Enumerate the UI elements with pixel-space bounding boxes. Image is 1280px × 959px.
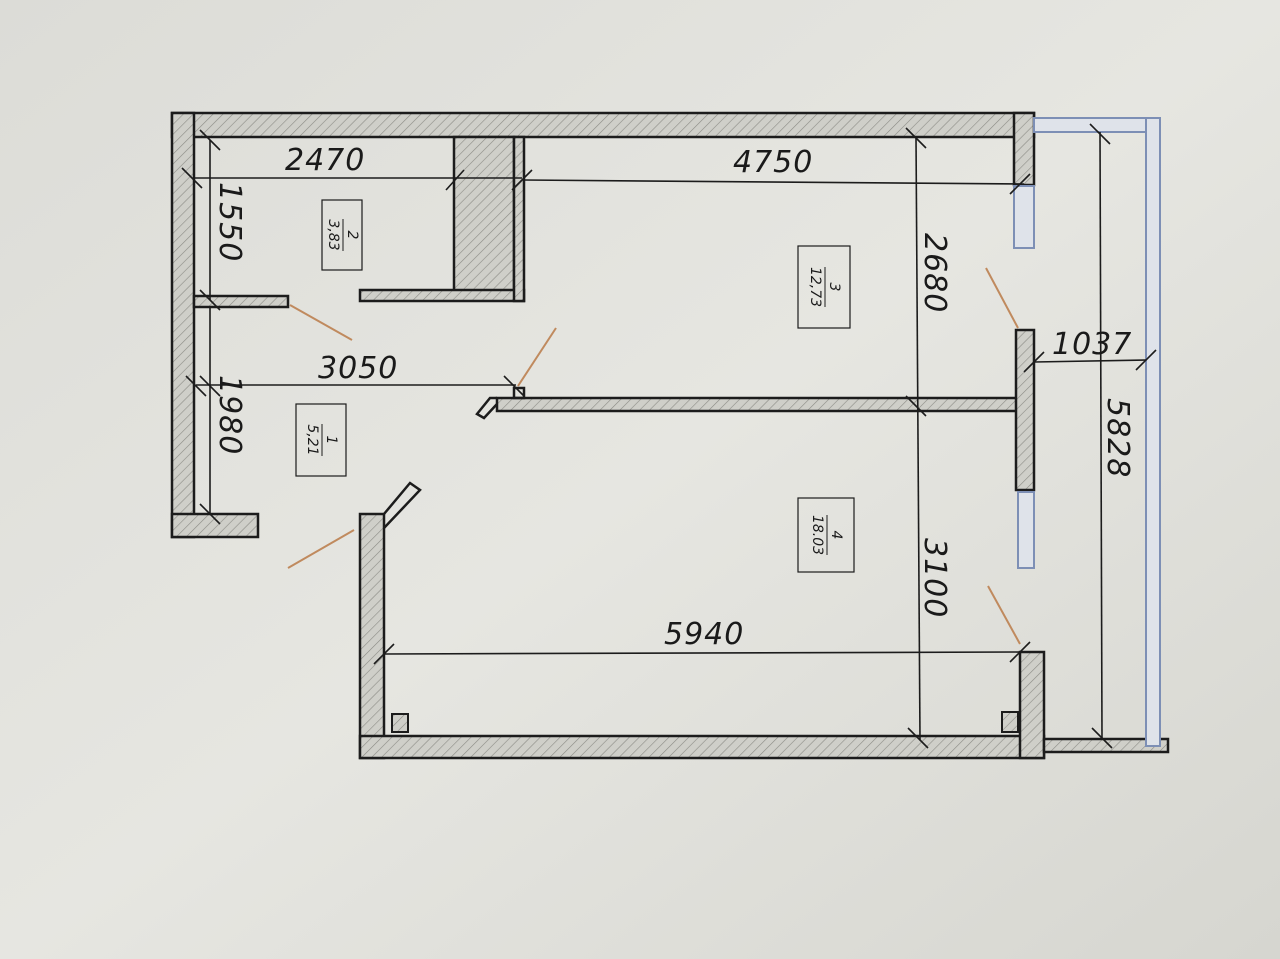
walls — [170, 111, 1170, 760]
dim-1037: 1037 — [1052, 327, 1132, 362]
balcony-glazing-right — [1145, 117, 1161, 747]
wall-balcony-bottom — [1042, 737, 1170, 754]
wall-left-stub — [170, 512, 260, 539]
windows — [1013, 117, 1161, 747]
wall-bathroom — [452, 135, 516, 302]
dim-5828: 5828 — [1100, 398, 1135, 478]
room-1-area: 5,21 — [304, 424, 320, 455]
wall-partition-left — [192, 294, 290, 309]
pointer-lines — [287, 267, 1021, 645]
dim-1980: 1980 — [212, 375, 247, 455]
window-upper — [1013, 185, 1035, 249]
dim-2470: 2470 — [285, 143, 365, 178]
door-bedroom — [475, 396, 498, 420]
window-lower — [1017, 491, 1035, 569]
room-label-1: 1 5,21 — [295, 403, 347, 477]
room-1-number: 1 — [323, 436, 339, 445]
door-stop — [512, 386, 526, 400]
column-left — [391, 713, 409, 733]
room-label-3: 3 12,73 — [797, 245, 851, 329]
columns — [391, 711, 1019, 733]
column-right — [1001, 711, 1019, 733]
door-entrance — [383, 481, 422, 529]
room-2-area: 3,83 — [325, 219, 341, 250]
wall-top — [170, 111, 1036, 139]
room-3-number: 3 — [826, 283, 842, 292]
room-2-number: 2 — [344, 231, 360, 240]
room-3-area: 12,73 — [807, 267, 823, 307]
dim-3100: 3100 — [917, 538, 952, 618]
wall-right-upper — [1012, 111, 1036, 187]
room-4-area: 18.03 — [809, 515, 825, 555]
dim-4750: 4750 — [733, 145, 813, 180]
wall-right-lower — [1018, 650, 1046, 760]
dimension-lines — [181, 123, 1157, 749]
wall-bathroom-right — [512, 135, 526, 303]
dim-5940: 5940 — [664, 617, 744, 652]
wall-entrance — [358, 512, 386, 760]
dim-3050: 3050 — [318, 351, 398, 386]
doors — [383, 386, 526, 529]
room-label-4: 4 18.03 — [797, 497, 855, 573]
room-4-number: 4 — [828, 531, 844, 540]
dim-1550: 1550 — [212, 182, 247, 262]
wall-bathroom-bottom — [358, 288, 526, 303]
dim-2680: 2680 — [917, 233, 952, 313]
wall-divider — [495, 396, 1019, 413]
wall-pillar — [1014, 328, 1036, 492]
room-label-2: 2 3,83 — [321, 199, 363, 271]
wall-bottom — [358, 734, 1046, 760]
